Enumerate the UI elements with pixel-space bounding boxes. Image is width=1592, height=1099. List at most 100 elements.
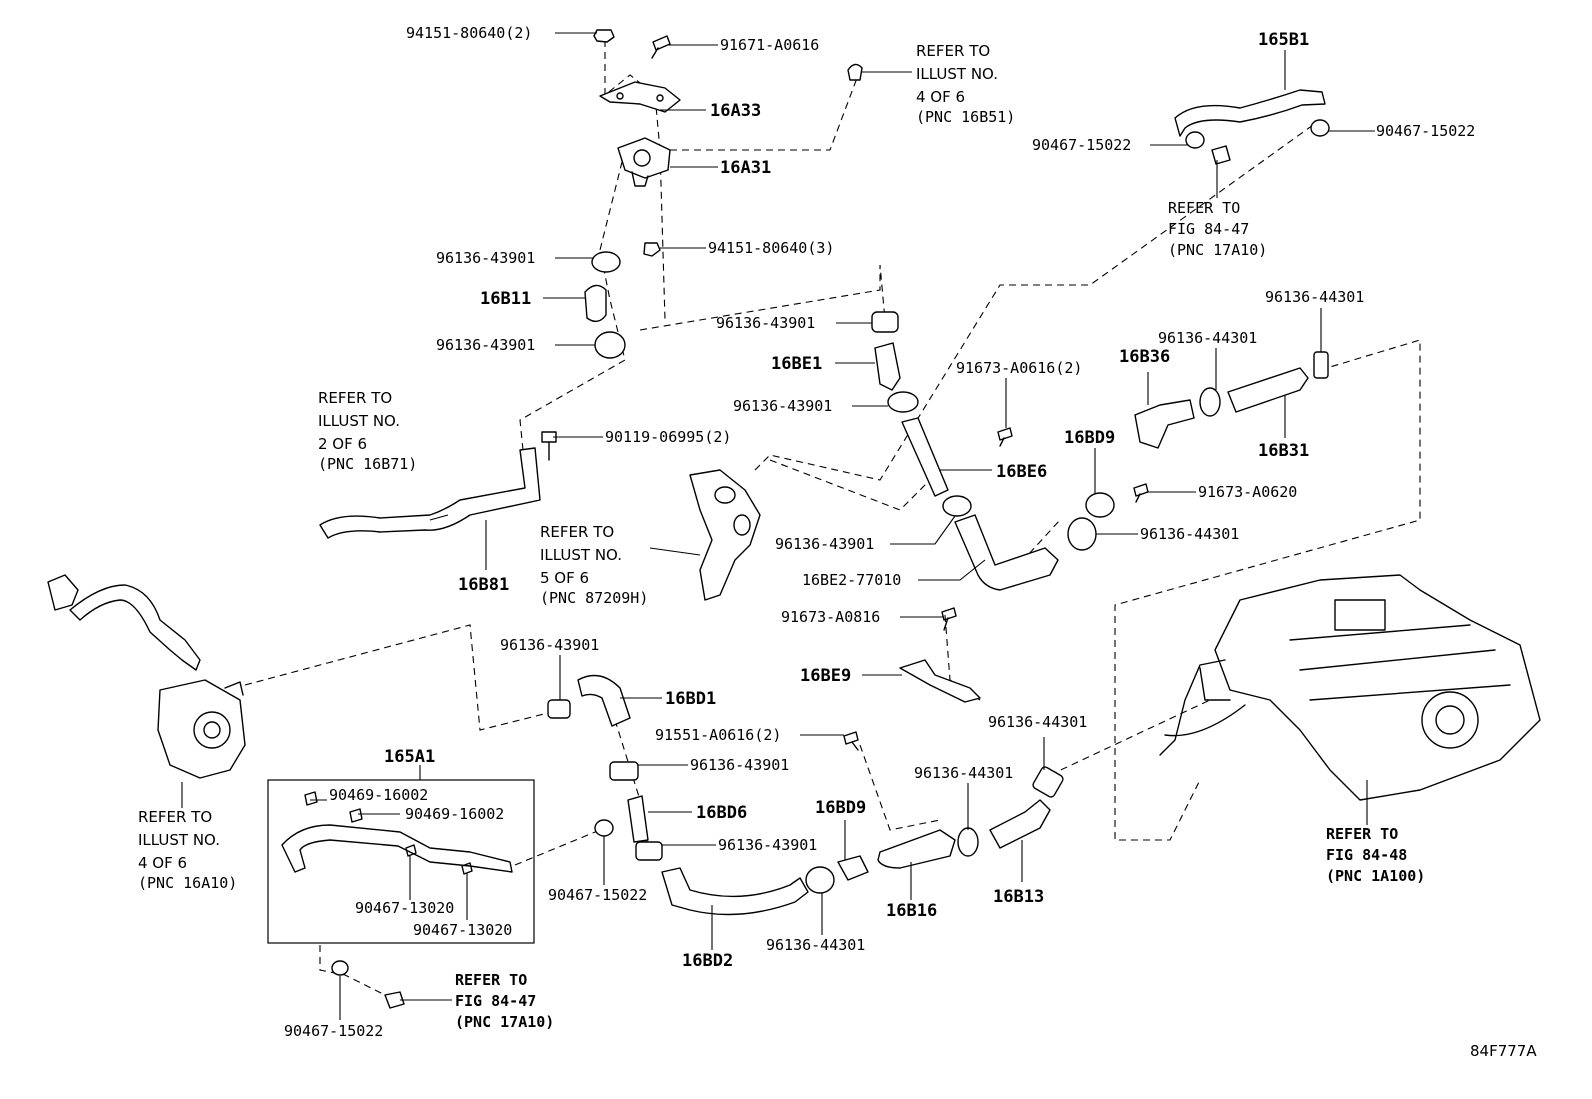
label-16A31[interactable]: 16A31 — [720, 158, 771, 178]
label-91673-A0816[interactable]: 91673-A0816 — [781, 608, 880, 626]
fitting-16B51 — [847, 63, 863, 81]
assembly-dashed-lines — [244, 40, 1421, 1001]
label-165A1[interactable]: 165A1 — [384, 747, 435, 767]
clamp-96136-43901-b — [594, 331, 626, 359]
label-16B31[interactable]: 16B31 — [1258, 441, 1309, 461]
label-90467-15022-a[interactable]: 90467-15022 — [548, 886, 647, 904]
figure-code: 84F777A — [1470, 1042, 1537, 1060]
label-96136-43901-a[interactable]: 96136-43901 — [436, 249, 535, 267]
label-16BD9-a[interactable]: 16BD9 — [1064, 428, 1115, 448]
clamp-96136-44301-c — [1067, 517, 1097, 551]
bolt-91673-A0616 — [997, 427, 1013, 447]
label-91673-A0616-2[interactable]: 91673-A0616(2) — [956, 359, 1082, 377]
pipe-16B16 — [877, 829, 956, 869]
label-16BE9[interactable]: 16BE9 — [800, 666, 851, 686]
clamp-96136-43901-f — [547, 699, 571, 719]
clamp-96136-43901-a — [591, 251, 621, 273]
label-16B16[interactable]: 16B16 — [886, 901, 937, 921]
fitting-17A10-top — [1211, 145, 1231, 165]
label-16B11[interactable]: 16B11 — [480, 289, 531, 309]
ref-illust-5of6-87209H[interactable]: REFER TO ILLUST NO. 5 OF 6 (PNC 87209H) — [540, 523, 648, 607]
hose-kit-165A1 — [281, 791, 513, 875]
label-90469-16002-a[interactable]: 90469-16002 — [329, 786, 428, 804]
bolt-91673-A0816 — [941, 607, 957, 631]
label-91551-A0616-2[interactable]: 91551-A0616(2) — [655, 726, 781, 744]
label-96136-43901-d[interactable]: 96136-43901 — [733, 397, 832, 415]
label-16B13[interactable]: 16B13 — [993, 887, 1044, 907]
label-96136-43901-b[interactable]: 96136-43901 — [436, 336, 535, 354]
clamp-96136-43901-c — [871, 311, 899, 333]
label-96136-43901-h[interactable]: 96136-43901 — [718, 836, 817, 854]
valve-16A31 — [617, 137, 671, 187]
clamp-96136-43901-e — [942, 495, 972, 517]
label-94151-80640-3[interactable]: 94151-80640(3) — [708, 239, 834, 257]
ref-fig-84-48[interactable]: REFER TO FIG 84-48 (PNC 1A100) — [1326, 825, 1425, 885]
bolt-91671-A0616 — [651, 35, 671, 59]
label-90467-13020-a[interactable]: 90467-13020 — [355, 899, 454, 917]
bolt-91551-A0616 — [843, 731, 859, 751]
ref-fig-84-47-bottom[interactable]: REFER TO FIG 84-47 (PNC 17A10) — [455, 971, 554, 1031]
label-96136-44301-a[interactable]: 96136-44301 — [1158, 329, 1257, 347]
elbow-16B36 — [1134, 399, 1195, 449]
hose-16BE2-77010 — [954, 514, 1059, 591]
clamp-96136-43901-d — [887, 391, 919, 413]
leader-lines — [181, 32, 1375, 1020]
nut-94151-80640-top — [593, 29, 615, 43]
label-96136-44301-e[interactable]: 96136-44301 — [914, 764, 1013, 782]
label-94151-80640-2[interactable]: 94151-80640(2) — [406, 24, 532, 42]
reference-notes: REFER TO ILLUST NO. 4 OF 6 (PNC 16B51) R… — [138, 42, 1425, 1031]
label-16BE2-77010[interactable]: 16BE2-77010 — [802, 571, 901, 589]
label-96136-43901-c[interactable]: 96136-43901 — [716, 314, 815, 332]
label-90467-15022-d[interactable]: 90467-15022 — [1376, 122, 1475, 140]
label-16BD9-b[interactable]: 16BD9 — [815, 798, 866, 818]
clamp-96136-43901-g — [609, 761, 639, 781]
label-16BE1[interactable]: 16BE1 — [771, 354, 822, 374]
ref-fig-84-47-top[interactable]: REFER TO FIG 84-47 (PNC 17A10) — [1168, 199, 1267, 259]
part-drawings — [47, 29, 1541, 1009]
label-90119-06995-2[interactable]: 90119-06995(2) — [605, 428, 731, 446]
cap-16BD9-a — [1085, 492, 1115, 518]
clamp-90467-15022-a — [594, 819, 614, 837]
label-16B36[interactable]: 16B36 — [1119, 347, 1170, 367]
ref-illust-4of6-16A10[interactable]: REFER TO ILLUST NO. 4 OF 6 (PNC 16A10) — [138, 808, 237, 892]
hose-16B13 — [989, 799, 1051, 849]
label-16BD1[interactable]: 16BD1 — [665, 689, 716, 709]
label-16BD6[interactable]: 16BD6 — [696, 803, 747, 823]
label-91671-A0616[interactable]: 91671-A0616 — [720, 36, 819, 54]
clamp-90467-15022-b — [331, 960, 349, 976]
label-90469-16002-b[interactable]: 90469-16002 — [405, 805, 504, 823]
bolt-90119-06995 — [541, 431, 557, 461]
clamp-90467-15022-c — [1185, 131, 1205, 149]
label-96136-44301-c[interactable]: 96136-44301 — [1140, 525, 1239, 543]
pipe-16BE6 — [901, 417, 949, 497]
label-16BE6[interactable]: 16BE6 — [996, 462, 1047, 482]
label-96136-43901-e[interactable]: 96136-43901 — [775, 535, 874, 553]
label-96136-44301-b[interactable]: 96136-44301 — [1265, 288, 1364, 306]
label-16A33[interactable]: 16A33 — [710, 101, 761, 121]
ref-illust-2of6-16B71[interactable]: REFER TO ILLUST NO. 2 OF 6 (PNC 16B71) — [318, 389, 417, 473]
label-165B1[interactable]: 165B1 — [1258, 30, 1309, 50]
kit-box-165A1 — [267, 779, 535, 944]
label-96136-44301-f[interactable]: 96136-44301 — [988, 713, 1087, 731]
hose-16BE1 — [874, 342, 901, 391]
label-16B81[interactable]: 16B81 — [458, 575, 509, 595]
label-96136-44301-d[interactable]: 96136-44301 — [766, 936, 865, 954]
ref-illust-4of6-16B51[interactable]: REFER TO ILLUST NO. 4 OF 6 (PNC 16B51) — [916, 42, 1015, 126]
thermostat-housing — [689, 469, 761, 601]
hose-16B31 — [1227, 367, 1309, 413]
clamp-96136-44301-b — [1313, 351, 1329, 379]
label-90467-15022-b[interactable]: 90467-15022 — [284, 1022, 383, 1040]
label-91673-A0620[interactable]: 91673-A0620 — [1198, 483, 1297, 501]
bolt-91673-A0620 — [1133, 483, 1149, 503]
hose-16BD2 — [661, 867, 809, 916]
clamp-96136-44301-f — [1032, 766, 1064, 798]
hose-16BD1 — [577, 674, 631, 727]
clamp-96136-44301-a — [1199, 387, 1221, 417]
label-16BD2[interactable]: 16BD2 — [682, 951, 733, 971]
label-96136-43901-f[interactable]: 96136-43901 — [500, 636, 599, 654]
label-90467-15022-c[interactable]: 90467-15022 — [1032, 136, 1131, 154]
label-96136-43901-g[interactable]: 96136-43901 — [690, 756, 789, 774]
label-90467-13020-b[interactable]: 90467-13020 — [413, 921, 512, 939]
bracket-16BE9 — [899, 659, 981, 703]
